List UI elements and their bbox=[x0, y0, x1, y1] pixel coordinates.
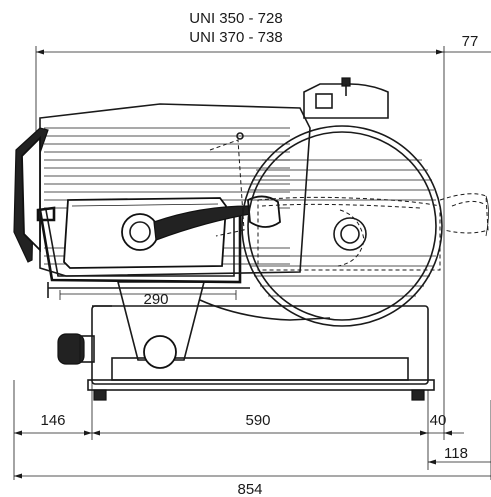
tray bbox=[38, 208, 250, 298]
dim-590: 590 bbox=[245, 412, 270, 429]
dim-77: 77 bbox=[462, 33, 479, 50]
model-line-2: UNI 370 - 738 bbox=[189, 29, 282, 46]
dim-290: 290 bbox=[143, 291, 168, 308]
base bbox=[57, 281, 435, 401]
dim-146: 146 bbox=[40, 412, 65, 429]
model-line-1: UNI 350 - 728 bbox=[189, 10, 282, 27]
dim-854: 854 bbox=[237, 481, 262, 497]
dimension-lines bbox=[13, 46, 491, 480]
blade-assembly bbox=[241, 77, 489, 327]
dim-40: 40 bbox=[430, 412, 447, 429]
dim-118: 118 bbox=[444, 445, 468, 462]
